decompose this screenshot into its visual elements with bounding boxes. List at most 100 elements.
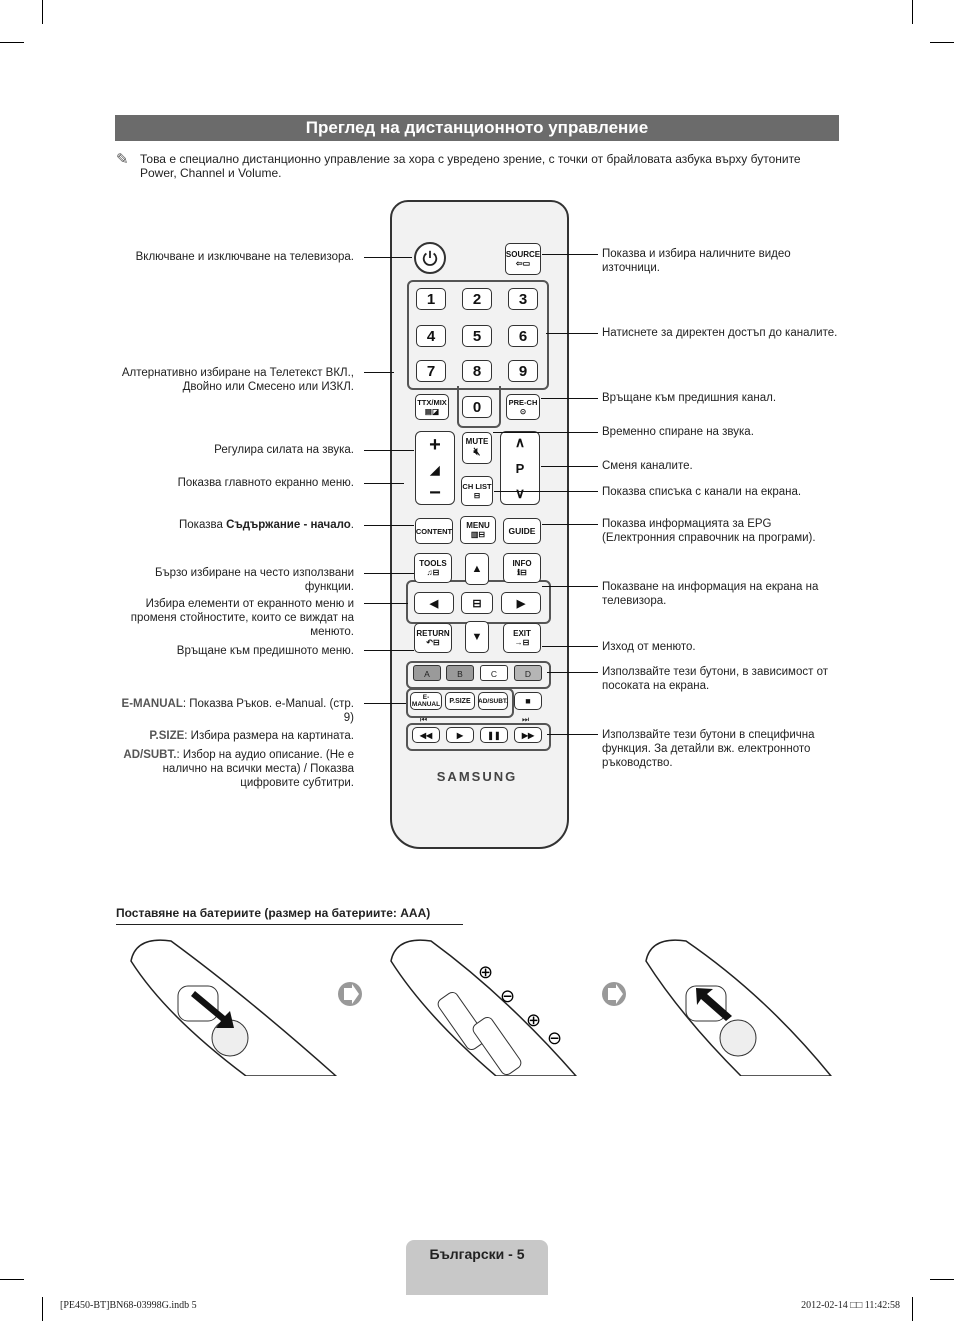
- minus-icon-1: ⊖: [500, 986, 515, 1007]
- ttx-mix-button[interactable]: TTX/MIX ▤◪: [415, 394, 449, 420]
- leader-power: [364, 257, 412, 258]
- pause-button[interactable]: ❚❚: [480, 727, 508, 743]
- playback-frame: [406, 723, 551, 751]
- leader-ttx: [364, 372, 394, 373]
- label-content-pre: Показва: [179, 519, 227, 531]
- menu-button[interactable]: MENU ▥⊟: [460, 516, 496, 544]
- volume-rocker[interactable]: + ◢ −: [415, 431, 455, 505]
- label-content: Показва Съдържание - начало.: [114, 518, 354, 532]
- label-adsubt-text: : Избор на аудио описание. (Не е налично…: [162, 749, 354, 789]
- color-button-b[interactable]: B: [446, 665, 474, 681]
- imprint-file: [PE450-BT]BN68-03998G.indb 5: [60, 1300, 197, 1311]
- label-colors: Използвайте тези бутони, в зависимост от…: [602, 666, 828, 692]
- nav-right-button[interactable]: ▶: [501, 592, 541, 614]
- label-mute: Временно спиране на звука.: [602, 426, 754, 438]
- info-button[interactable]: INFO ℹ⊟: [503, 553, 541, 583]
- nav-up-button[interactable]: ▲: [465, 553, 489, 585]
- number-pad-frame: [407, 280, 549, 390]
- power-button[interactable]: [414, 242, 446, 274]
- note-text: Това е специално дистанционно управление…: [140, 152, 801, 180]
- return-button[interactable]: RETURN ↶⊟: [414, 623, 452, 653]
- channel-rocker[interactable]: ∧ P ∨: [500, 431, 540, 505]
- menu-label: MENU: [466, 521, 490, 530]
- info-icon: ℹ⊟: [517, 568, 527, 577]
- label-content-post: .: [350, 519, 354, 531]
- mute-button[interactable]: MUTE 🔇︎: [462, 432, 492, 464]
- color-button-d[interactable]: D: [514, 665, 542, 681]
- pre-ch-button[interactable]: PRE-CH ⊙: [506, 394, 540, 420]
- source-icon: ⇦▭: [515, 259, 531, 268]
- ch-list-button[interactable]: CH LIST ⊟: [461, 476, 493, 506]
- ad-subt-button[interactable]: AD/SUBT.: [478, 692, 508, 710]
- label-ttx: Алтернативно избиране на Телетекст ВКЛ.,…: [121, 367, 354, 393]
- e-manual-button[interactable]: E-MANUAL: [410, 692, 442, 710]
- stop-button[interactable]: ■: [514, 692, 542, 710]
- leader-exit: [542, 646, 598, 647]
- play-icon: ▶: [456, 730, 464, 740]
- fast-forward-icon: ▶▶: [521, 730, 535, 740]
- nav-down-button[interactable]: ▼: [465, 621, 489, 653]
- prech-icon: ⊙: [519, 407, 527, 416]
- label-emanual-text: : Показва Ръков. e-Manual. (стр. 9): [182, 698, 354, 724]
- nav-left-button[interactable]: ◀: [414, 592, 454, 614]
- digit-1-button[interactable]: 1: [416, 288, 446, 310]
- battery-section-title: Поставяне на батериите (размер на батери…: [116, 906, 431, 920]
- digit-6-button[interactable]: 6: [508, 325, 538, 347]
- label-playback: Използвайте тези бутони в специфична фун…: [602, 729, 815, 769]
- tools-button[interactable]: TOOLS ♫⊟: [414, 553, 452, 583]
- label-nav: Избира елементи от екранното меню и пром…: [130, 598, 354, 638]
- chlist-icon: ⊟: [473, 491, 481, 500]
- channel-down-icon: ∨: [514, 485, 526, 501]
- leader-tools: [364, 573, 414, 574]
- exit-label: EXIT: [513, 629, 531, 638]
- color-button-c[interactable]: C: [480, 665, 508, 681]
- ttx-icon: ▤◪: [424, 407, 440, 416]
- leader-numbers: [546, 333, 598, 334]
- plus-icon-2: ⊕: [526, 1010, 541, 1031]
- digit-7-button[interactable]: 7: [416, 360, 446, 382]
- label-channel: Сменя каналите.: [602, 460, 693, 472]
- label-menu: Показва главното екранно меню.: [177, 477, 354, 489]
- p-size-button[interactable]: P.SIZE: [445, 692, 475, 710]
- battery-title-rule: [116, 924, 463, 925]
- ttx-label: TTX/MIX: [417, 398, 447, 407]
- digit-5-button[interactable]: 5: [462, 325, 492, 347]
- page-number: Български - 5: [429, 1246, 525, 1262]
- menu-icon: ▥⊟: [470, 530, 486, 539]
- info-label: INFO: [512, 559, 532, 568]
- source-button[interactable]: SOURCE ⇦▭: [505, 243, 541, 275]
- content-button[interactable]: CONTENT: [415, 518, 453, 544]
- mute-icon: 🔇︎: [473, 446, 481, 458]
- page-title: Преглед на дистанционното управление: [115, 115, 839, 141]
- label-guide: Показва информацията за EPG (Електронния…: [602, 518, 816, 544]
- digit-8-button[interactable]: 8: [462, 360, 492, 382]
- label-info: Показване на информация на екрана на тел…: [602, 581, 819, 607]
- step-arrow-icon-2: [602, 982, 626, 1006]
- enter-button[interactable]: ⊟: [461, 592, 493, 614]
- play-button[interactable]: ▶: [446, 727, 474, 743]
- leader-channel: [541, 466, 598, 467]
- nav-left-icon: ◀: [429, 597, 439, 610]
- label-psize: P.SIZE: Избира размера на картината.: [114, 729, 354, 743]
- color-button-a[interactable]: A: [413, 665, 441, 681]
- digit-0-button[interactable]: 0: [462, 396, 492, 418]
- fast-forward-button[interactable]: ▶▶: [514, 727, 542, 743]
- source-label: SOURCE: [505, 250, 541, 259]
- digit-4-button[interactable]: 4: [416, 325, 446, 347]
- label-power: Включване и изключване на телевизора.: [135, 251, 354, 263]
- guide-button[interactable]: GUIDE: [503, 518, 541, 544]
- tools-icon: ♫⊟: [426, 568, 440, 577]
- digit-3-button[interactable]: 3: [508, 288, 538, 310]
- digit-9-button[interactable]: 9: [508, 360, 538, 382]
- rewind-button[interactable]: ◀◀: [412, 727, 440, 743]
- exit-button[interactable]: EXIT →⊟: [503, 623, 541, 653]
- leader-info: [542, 586, 598, 587]
- footer-tab: [406, 1240, 548, 1295]
- label-adsubt: AD/SUBT.: Избор на аудио описание. (Не е…: [114, 748, 354, 790]
- label-numbers: Натиснете за директен достъп до каналите…: [602, 327, 838, 339]
- leader-colors: [547, 672, 598, 673]
- digit-2-button[interactable]: 2: [462, 288, 492, 310]
- rewind-hint-icon: ⏮: [420, 715, 428, 724]
- leader-chlist: [494, 491, 598, 492]
- leader-nav: [364, 603, 408, 604]
